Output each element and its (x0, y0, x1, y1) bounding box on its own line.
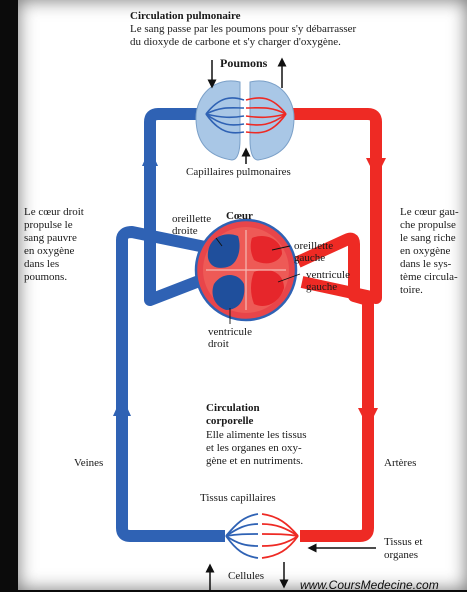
right-note-line: toire. (400, 284, 423, 296)
left-ventricle-chamber (251, 269, 284, 307)
right-ventricle-chamber (212, 275, 245, 310)
pulmonary-vein (288, 108, 382, 304)
leader-left-ventricle (277, 273, 301, 283)
leader-left-atrium (271, 245, 291, 251)
systemic-body-line: et les organes en oxy- (206, 442, 302, 454)
right-note-line: Le cœur gau- (400, 206, 459, 218)
tissues-organs-label-2: organes (384, 549, 419, 561)
pulmonary-desc-line1: Le sang passe par les poumons pour s'y d… (130, 23, 357, 35)
pulmonary-capillaries-label: Capillaires pulmonaires (186, 166, 291, 178)
left-note-line: propulse le (24, 219, 73, 231)
right-note-line: en oxygène (400, 245, 451, 257)
red-arrow-upper (366, 158, 386, 178)
right-atrium-chamber (207, 234, 240, 268)
blue-arrow-lower (113, 396, 131, 416)
left-note-line: poumons. (24, 271, 68, 283)
vena-cava-loop (116, 226, 225, 542)
systemic-body-line: Elle alimente les tissus (206, 429, 307, 441)
left-ventricle-label-1: ventricule (306, 269, 350, 281)
left-ventricle-label-2: gauche (306, 281, 338, 293)
right-atrium-label-1: oreillette (172, 213, 212, 225)
pulmonary-desc-line2: du dioxyde de carbone et s'y charger d'o… (130, 36, 341, 48)
tissue-capillary-bed (225, 513, 299, 559)
aorta (295, 232, 374, 542)
systemic-body-line: gène et en nutriments. (206, 455, 304, 467)
left-note-line: en oxygène (24, 245, 75, 257)
veins-label: Veines (74, 457, 104, 469)
left-atrium-label-1: oreillette (294, 240, 334, 252)
tissues-organs-label-1: Tissus et (384, 536, 423, 548)
right-note-line: le sang riche (400, 232, 456, 244)
systemic-title-2: corporelle (206, 415, 254, 427)
right-note-line: tème circula- (400, 271, 458, 283)
right-note-line: dans le sys- (400, 258, 452, 270)
right-atrium-label-2: droite (172, 225, 198, 237)
left-note-line: sang pauvre (24, 232, 77, 244)
right-ventricle-label-2: droit (208, 338, 229, 350)
arteries-label: Artères (384, 457, 417, 469)
heart (194, 218, 298, 322)
left-atrium-chamber (250, 235, 282, 264)
left-note-line: Le cœur droit (24, 206, 84, 218)
right-ventricle-label-1: ventricule (208, 326, 252, 338)
tissue-capillaries-label: Tissus capillaires (200, 492, 276, 504)
blue-arrow-upper (142, 148, 158, 166)
pulmonary-title: Circulation pulmonaire (130, 10, 241, 22)
cells-label: Cellules (228, 570, 265, 582)
lungs (195, 80, 295, 161)
watermark: www.CoursMedecine.com (300, 578, 439, 592)
lungs-label: Poumons (220, 56, 268, 70)
heart-label: Cœur (226, 210, 253, 222)
left-note-line: dans les (24, 258, 60, 270)
left-atrium-label-2: gauche (294, 252, 326, 264)
right-note-line: che propulse (400, 219, 456, 231)
leader-right-atrium (215, 237, 223, 247)
pulmonary-artery (144, 108, 215, 306)
systemic-title-1: Circulation (206, 402, 260, 414)
red-arrow-lower (358, 408, 378, 428)
